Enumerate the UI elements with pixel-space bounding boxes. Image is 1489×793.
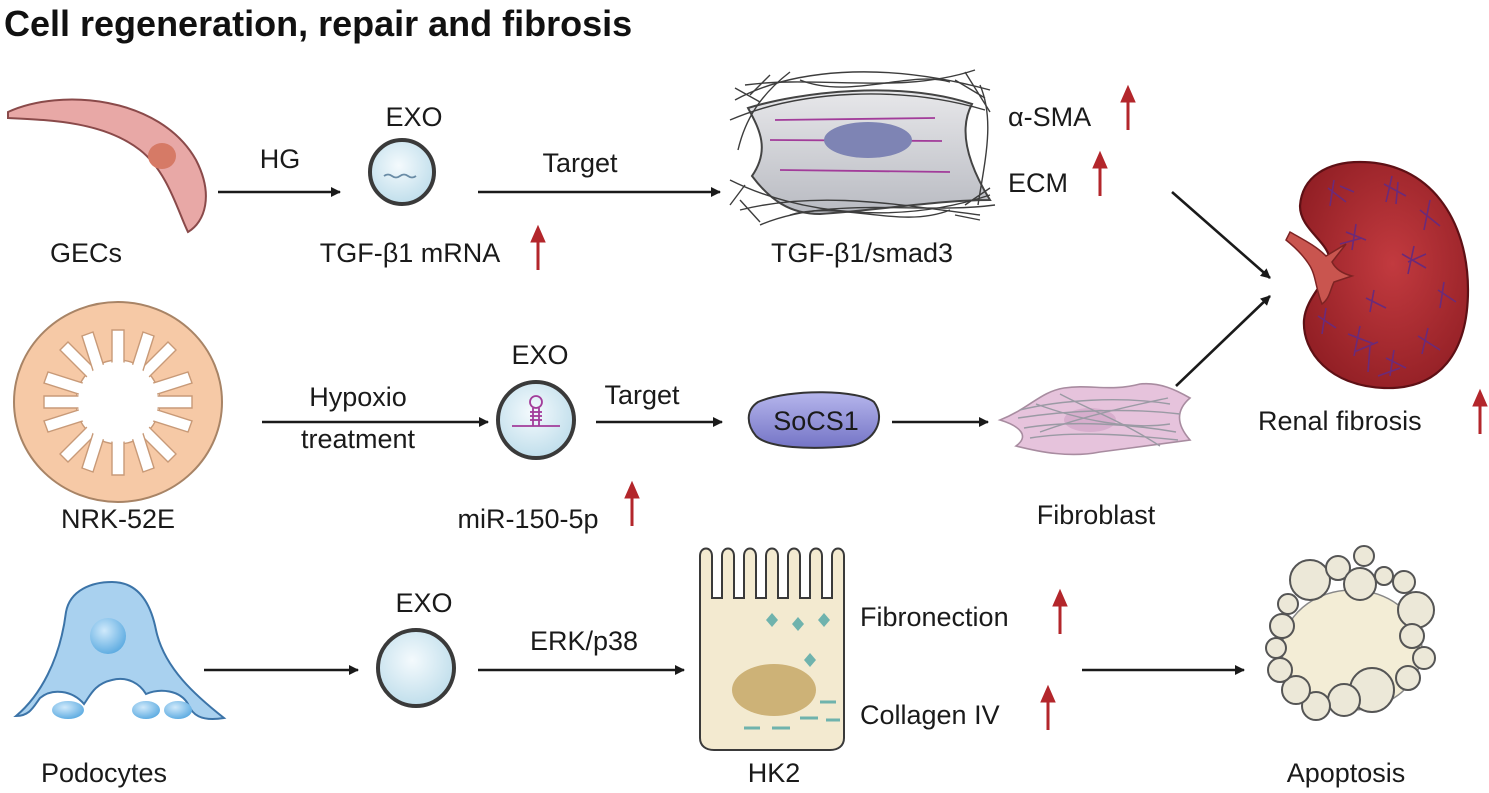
- socs1-protein-icon: [747, 391, 880, 449]
- hg-label: HG: [260, 144, 301, 174]
- up-arrow-icon: [1120, 84, 1136, 130]
- renal-fibrosis-label: Renal fibrosis: [1258, 406, 1422, 436]
- up-arrow-icon: [1092, 150, 1108, 196]
- exosome-icon-row3: [376, 628, 456, 708]
- exo-label-row3: EXO: [395, 588, 452, 618]
- apoptotic-cell-icon: [1265, 545, 1436, 721]
- fibroblast-label: Fibroblast: [1037, 500, 1156, 530]
- gec-cell-icon: [7, 98, 207, 234]
- erk-p38-label: ERK/p38: [530, 626, 638, 656]
- tgf-smad3-label: TGF-β1/smad3: [771, 238, 953, 268]
- mir-150-5p-label: miR-150-5p: [457, 504, 598, 534]
- gec-label: GECs: [50, 238, 122, 268]
- ecm-label: ECM: [1008, 168, 1068, 198]
- hk2-cell-icon: [699, 547, 845, 751]
- nrk-52e-label: NRK-52E: [61, 504, 175, 534]
- target-label-row2: Target: [604, 380, 680, 410]
- up-arrow-icon: [1040, 684, 1056, 730]
- target-label-row1: Target: [542, 148, 618, 178]
- apoptosis-label: Apoptosis: [1287, 758, 1406, 788]
- page-title: Cell regeneration, repair and fibrosis: [4, 3, 632, 44]
- asma-label: α-SMA: [1008, 102, 1091, 132]
- up-arrow-icon: [1052, 588, 1068, 634]
- podocyte-icon: [13, 580, 227, 720]
- hypoxia-label-line2: treatment: [301, 424, 416, 454]
- up-arrow-icon: [530, 224, 546, 270]
- nrk-52e-cell-icon: [13, 301, 223, 503]
- activated-fibroblast-icon: [729, 69, 996, 226]
- arrow-to-kidney-top: [1171, 191, 1271, 279]
- exo-label-row2: EXO: [511, 340, 568, 370]
- exosome-mirna-icon: [496, 380, 576, 460]
- exo-label-row1: EXO: [385, 102, 442, 132]
- collagen-iv-label: Collagen IV: [860, 700, 1000, 730]
- socs1-label: SoCS1: [773, 406, 859, 436]
- up-arrow-icon: [624, 480, 640, 526]
- fibroblast-icon: [997, 382, 1192, 456]
- podocytes-label: Podocytes: [41, 758, 167, 788]
- fibrotic-kidney-icon: [1285, 160, 1470, 390]
- up-arrow-icon: [1472, 388, 1488, 434]
- tgf-mrna-label: TGF-β1 mRNA: [320, 238, 501, 268]
- hypoxia-label-line1: Hypoxio: [309, 382, 407, 412]
- exosome-icon-row1: [368, 138, 436, 206]
- hk2-label: HK2: [748, 758, 801, 788]
- fibronection-label: Fibronection: [860, 602, 1009, 632]
- arrow-to-kidney-bottom: [1175, 295, 1271, 387]
